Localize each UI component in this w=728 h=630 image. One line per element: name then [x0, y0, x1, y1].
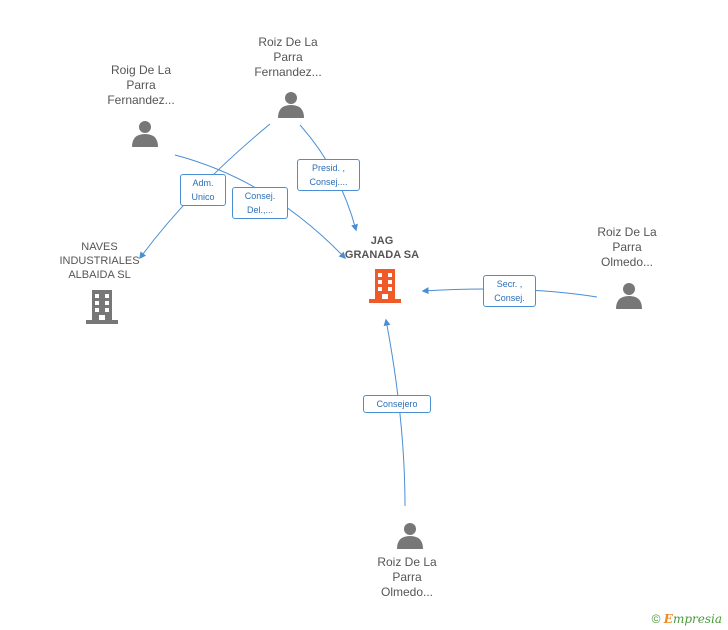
node-label-jag[interactable]: JAG GRANADA SA [344, 235, 420, 261]
edge-label-consejero[interactable]: Consejero [363, 395, 431, 413]
person-icon[interactable] [130, 118, 160, 148]
edge-label-consej-del[interactable]: Consej. Del.,... [232, 187, 288, 219]
brand-logo[interactable]: Empresia [663, 612, 722, 626]
node-label-roiz-top[interactable]: Roiz De La Parra Fernandez... [254, 35, 322, 79]
edge-label-adm-unico[interactable]: Adm. Unico [180, 174, 226, 206]
building-icon[interactable] [86, 290, 118, 324]
node-label-roig[interactable]: Roig De La Parra Fernandez... [107, 63, 175, 107]
brand-footer: © Empresia [652, 612, 722, 626]
person-icon[interactable] [395, 520, 425, 550]
building-icon[interactable] [369, 269, 401, 303]
edge-label-presid[interactable]: Presid. , Consej.... [297, 159, 360, 191]
edge-label-secr[interactable]: Secr. , Consej. [483, 275, 536, 307]
edge-consejero [383, 318, 406, 507]
copyright-icon: © [651, 612, 661, 626]
node-label-roiz-right[interactable]: Roiz De La Parra Olmedo... [597, 225, 657, 269]
node-label-naves[interactable]: NAVES INDUSTRIALES ALBAIDA SL [59, 241, 140, 281]
person-icon[interactable] [614, 280, 644, 310]
node-label-roiz-bottom[interactable]: Roiz De La Parra Olmedo... [377, 555, 437, 599]
person-icon[interactable] [276, 89, 306, 119]
